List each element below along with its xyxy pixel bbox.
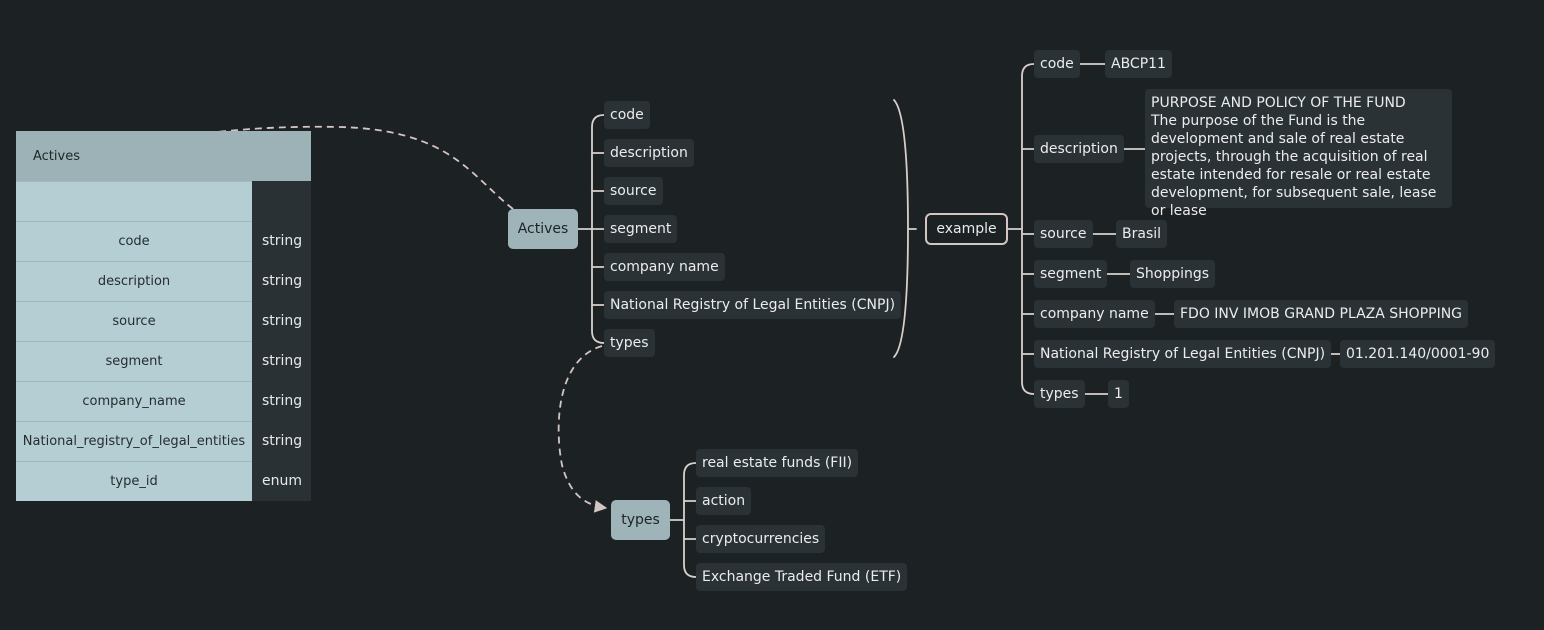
table-cell-name: company_name xyxy=(16,381,252,421)
example-key-segment[interactable]: segment xyxy=(1034,260,1108,288)
example-node[interactable]: example xyxy=(925,213,1008,245)
table-row: company_name string xyxy=(16,381,311,421)
table-cell-type: string xyxy=(252,381,311,421)
example-value-types[interactable]: 1 xyxy=(1108,380,1129,408)
table-cell-name: segment xyxy=(16,341,252,381)
table-cell-name: type_id xyxy=(16,461,252,501)
table-title: Actives xyxy=(16,131,311,181)
example-key-company-name[interactable]: company name xyxy=(1034,300,1155,328)
example-value-source[interactable]: Brasil xyxy=(1116,220,1168,248)
example-value-company-name[interactable]: FDO INV IMOB GRAND PLAZA SHOPPING xyxy=(1174,300,1469,328)
description-body: The purpose of the Fund is the developme… xyxy=(1151,113,1437,219)
table-cell-name: source xyxy=(16,301,252,341)
example-value-code[interactable]: ABCP11 xyxy=(1105,50,1172,78)
types-item-action[interactable]: action xyxy=(696,487,752,515)
types-item-fii[interactable]: real estate funds (FII) xyxy=(696,449,859,477)
table-row: National_registry_of_legal_entities stri… xyxy=(16,421,311,461)
table-row: type_id enum xyxy=(16,461,311,501)
actives-field-source[interactable]: source xyxy=(604,177,663,205)
actives-table: Actives code string description string s… xyxy=(16,131,311,501)
types-item-cryptocurrencies[interactable]: cryptocurrencies xyxy=(696,525,826,553)
actives-hub-node[interactable]: Actives xyxy=(508,209,578,249)
description-title: PURPOSE AND POLICY OF THE FUND xyxy=(1151,95,1406,111)
example-key-description[interactable]: description xyxy=(1034,135,1124,163)
table-row: description string xyxy=(16,261,311,301)
example-key-cnpj[interactable]: National Registry of Legal Entities (CNP… xyxy=(1034,340,1332,368)
types-hub-node[interactable]: types xyxy=(611,500,670,540)
actives-field-cnpj[interactable]: National Registry of Legal Entities (CNP… xyxy=(604,291,902,319)
example-key-types[interactable]: types xyxy=(1034,380,1085,408)
example-value-segment[interactable]: Shoppings xyxy=(1130,260,1216,288)
table-cell-type: string xyxy=(252,341,311,381)
actives-field-company-name[interactable]: company name xyxy=(604,253,725,281)
types-item-etf[interactable]: Exchange Traded Fund (ETF) xyxy=(696,563,908,591)
table-cell-type: string xyxy=(252,221,311,261)
example-key-source[interactable]: source xyxy=(1034,220,1093,248)
example-value-description[interactable]: PURPOSE AND POLICY OF THE FUND The purpo… xyxy=(1145,89,1452,219)
table-cell-name: description xyxy=(16,261,252,301)
actives-field-code[interactable]: code xyxy=(604,101,650,129)
table-cell-type: string xyxy=(252,421,311,461)
actives-field-types[interactable]: types xyxy=(604,329,655,357)
table-row xyxy=(16,181,311,221)
actives-field-segment[interactable]: segment xyxy=(604,215,678,243)
table-row: source string xyxy=(16,301,311,341)
example-value-cnpj[interactable]: 01.201.140/0001-90 xyxy=(1340,340,1496,368)
table-row: code string xyxy=(16,221,311,261)
table-cell-name: code xyxy=(16,221,252,261)
table-row: segment string xyxy=(16,341,311,381)
example-key-code[interactable]: code xyxy=(1034,50,1080,78)
table-cell-name xyxy=(16,181,252,221)
table-cell-type xyxy=(252,181,311,221)
table-cell-type: enum xyxy=(252,461,311,501)
table-cell-type: string xyxy=(252,261,311,301)
actives-field-description[interactable]: description xyxy=(604,139,694,167)
table-cell-name: National_registry_of_legal_entities xyxy=(16,421,252,461)
table-cell-type: string xyxy=(252,301,311,341)
